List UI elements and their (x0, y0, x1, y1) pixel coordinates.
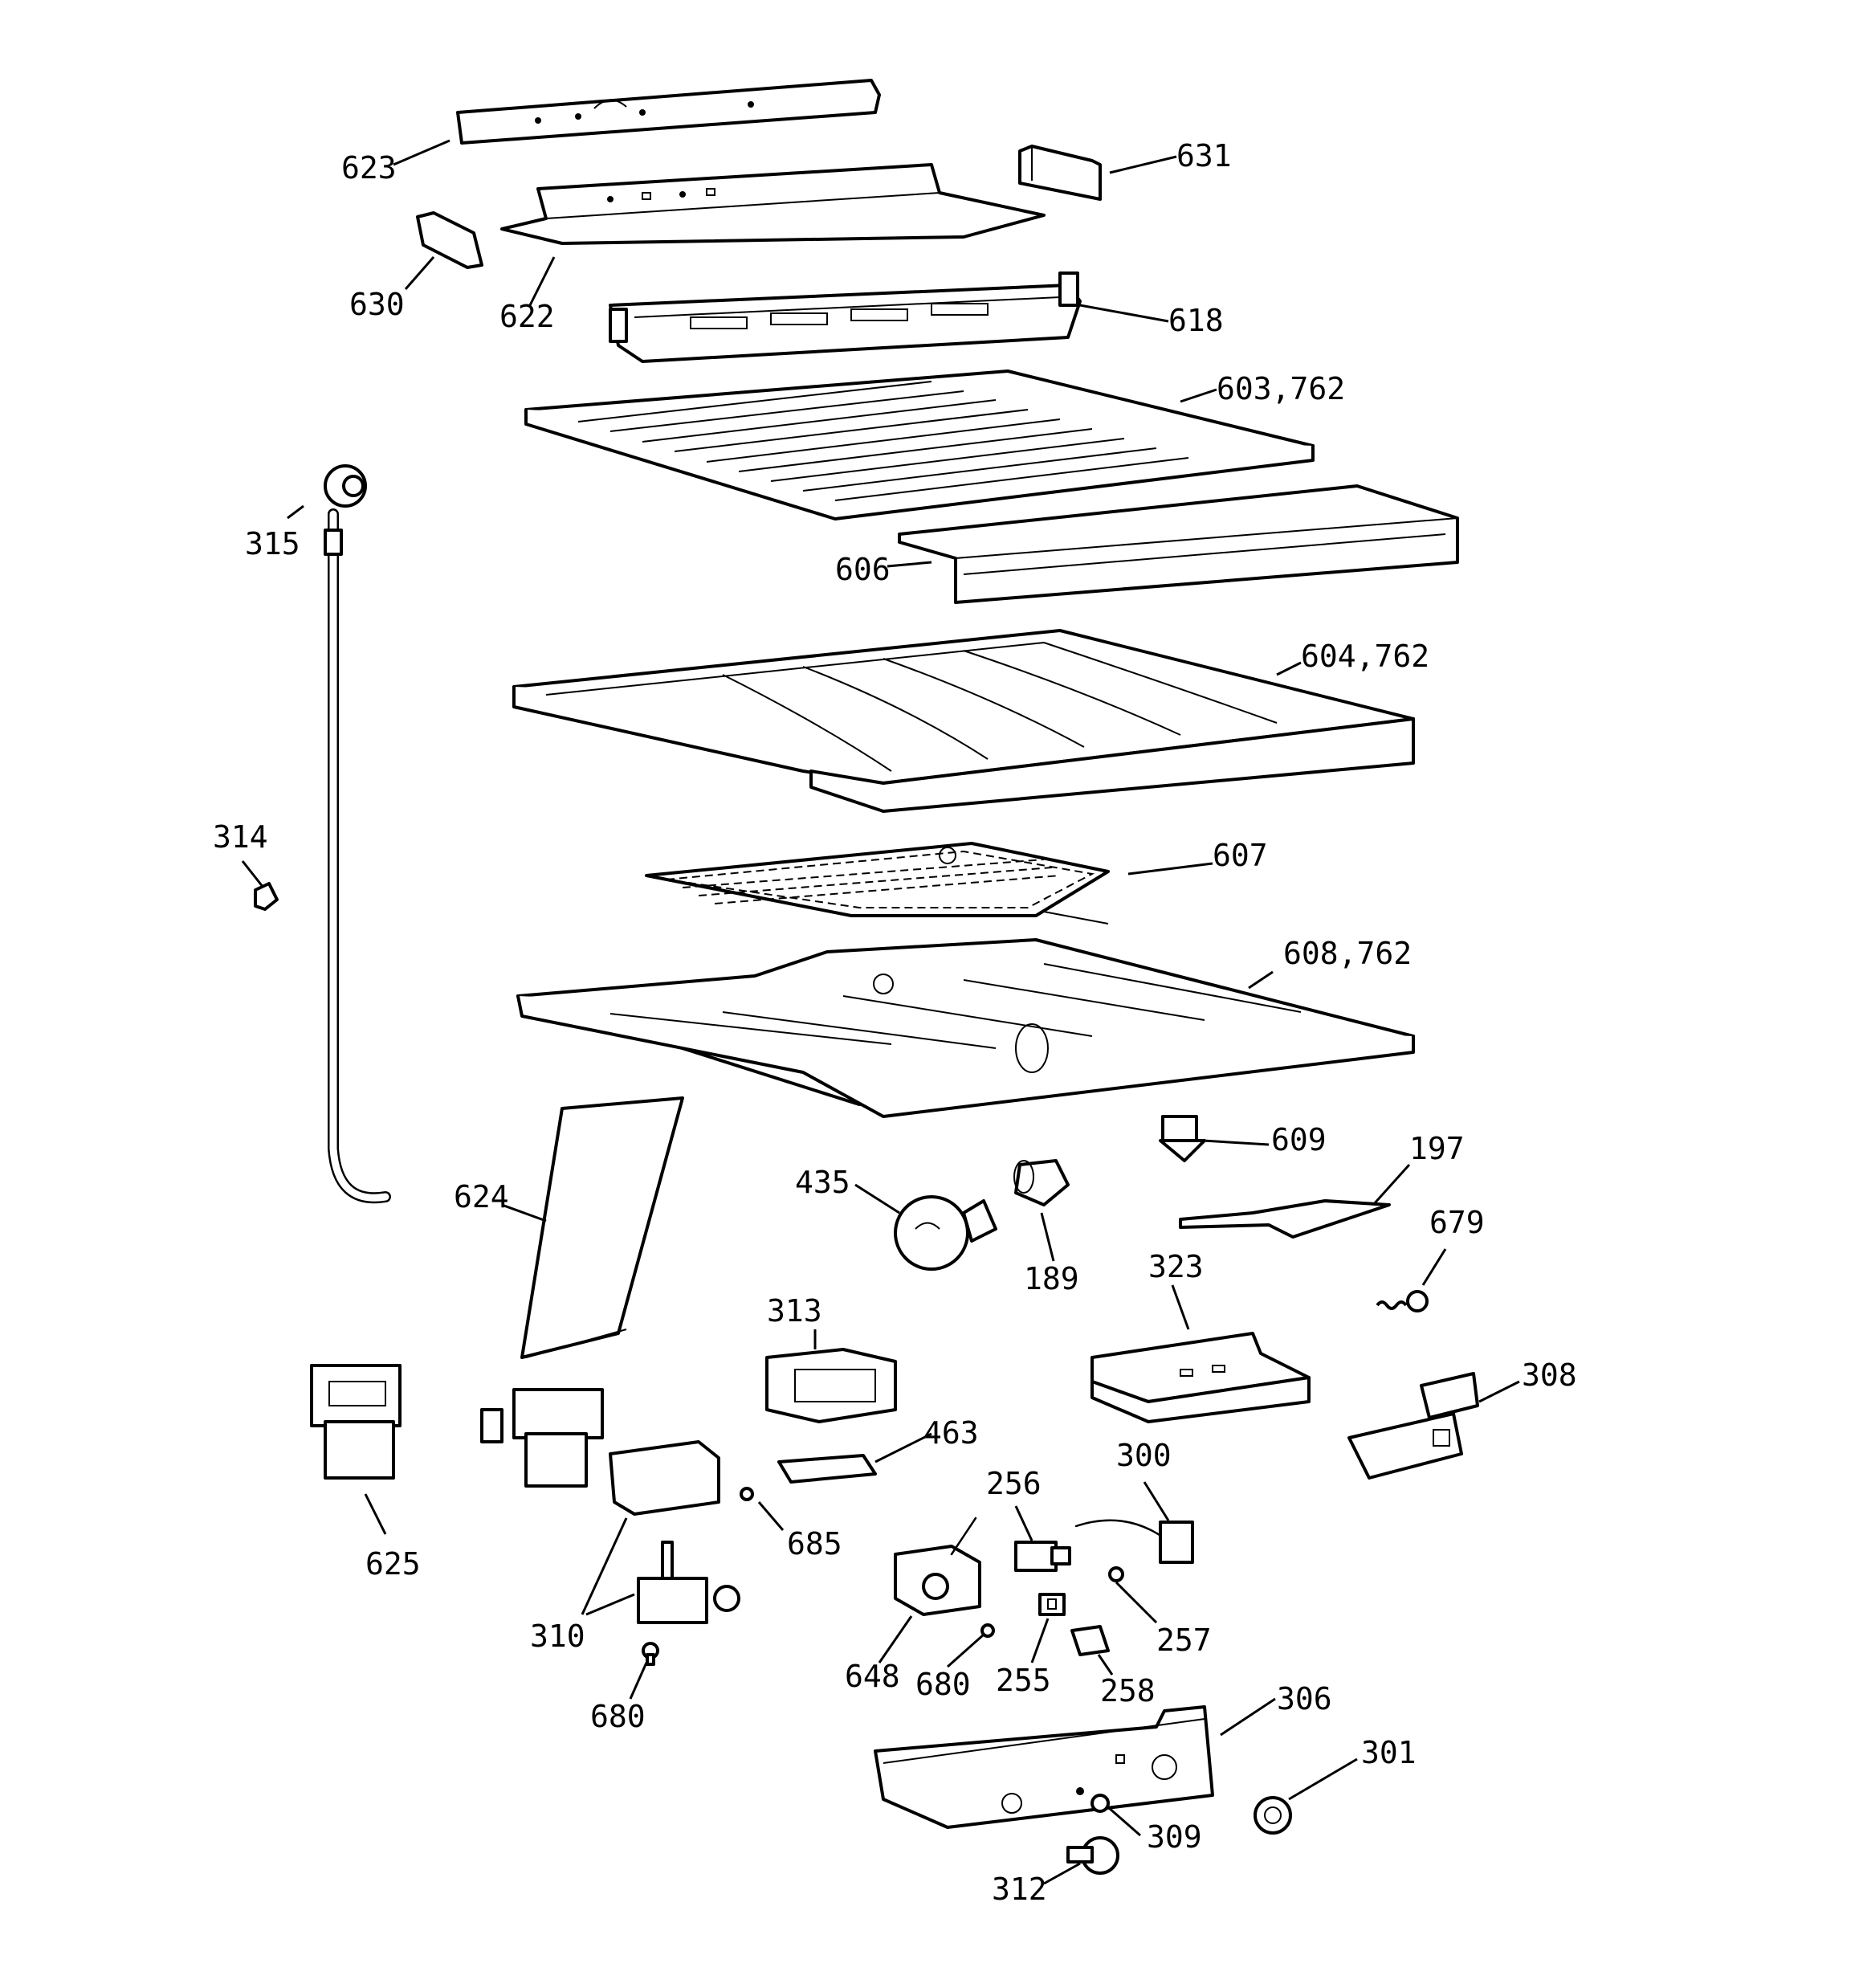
part-315-tube (324, 464, 391, 1204)
leader-lines (241, 139, 1520, 1885)
part-301-knob (1254, 1796, 1292, 1835)
callout-labels: 623 631 630 622 618 603,762 315 606 604,… (213, 138, 1577, 1907)
part-623-strip (456, 79, 881, 145)
callout-301: 301 (1361, 1735, 1417, 1770)
callout-258: 258 (1100, 1673, 1156, 1708)
part-609-switch (1159, 1115, 1206, 1162)
part-310-thermostat (609, 1440, 740, 1624)
callout-685: 685 (787, 1526, 842, 1561)
part-603-shelf (524, 369, 1315, 520)
callout-309: 309 (1147, 1819, 1202, 1855)
part-630-cover (416, 211, 483, 269)
callout-257: 257 (1156, 1623, 1212, 1658)
part-256-switch (1014, 1541, 1071, 1572)
part-197-ribbon (1179, 1199, 1391, 1239)
part-607-heater (645, 842, 1110, 925)
callout-310: 310 (530, 1619, 585, 1654)
callout-312: 312 (992, 1872, 1047, 1907)
callout-189: 189 (1024, 1261, 1079, 1296)
part-308-plate (1347, 1372, 1479, 1480)
part-680-screw-a (642, 1642, 659, 1666)
part-608-pan (516, 938, 1415, 1118)
part-624-diffuser (480, 1096, 684, 1488)
callout-435: 435 (795, 1165, 850, 1200)
part-606-strip (898, 484, 1459, 604)
callout-604-762: 604,762 (1301, 639, 1429, 674)
part-631-cover (1018, 145, 1102, 201)
part-680-screw-b (980, 1623, 995, 1638)
callout-308: 308 (1522, 1357, 1577, 1393)
callout-630: 630 (349, 287, 405, 322)
callout-256: 256 (986, 1466, 1042, 1501)
part-604-pan (512, 629, 1415, 813)
part-679-screw (1376, 1290, 1429, 1312)
part-255-button (1038, 1593, 1066, 1616)
part-313-box (765, 1348, 897, 1423)
callout-255: 255 (996, 1663, 1051, 1698)
part-189-socket (1013, 1159, 1070, 1206)
callout-680-a: 680 (915, 1667, 971, 1702)
part-648-relay (894, 1517, 981, 1616)
callout-618: 618 (1168, 303, 1224, 338)
callout-463: 463 (923, 1415, 979, 1451)
part-309-piece (1090, 1794, 1110, 1813)
part-622-shield (500, 163, 1046, 245)
callout-314: 314 (213, 819, 268, 855)
callout-315: 315 (245, 526, 300, 561)
callout-609: 609 (1271, 1122, 1327, 1157)
callout-197: 197 (1409, 1131, 1465, 1166)
part-625-housing (310, 1364, 402, 1480)
callout-622: 622 (499, 299, 555, 334)
callout-313: 313 (767, 1293, 822, 1329)
callout-606: 606 (835, 552, 891, 587)
callout-608-762: 608,762 (1283, 936, 1412, 971)
part-685-screw (740, 1487, 754, 1501)
part-323-bracket (1090, 1332, 1311, 1423)
callout-625: 625 (365, 1546, 421, 1582)
callout-323: 323 (1148, 1249, 1204, 1284)
part-312-knob (1066, 1836, 1119, 1875)
callout-680-b: 680 (590, 1699, 646, 1734)
part-463-clip (777, 1454, 877, 1484)
callout-300: 300 (1116, 1438, 1172, 1473)
part-435-bulb (894, 1195, 997, 1271)
callout-624: 624 (454, 1179, 509, 1214)
callout-679: 679 (1429, 1205, 1485, 1240)
part-618-bracket (609, 271, 1082, 363)
callout-623: 623 (341, 150, 397, 186)
callout-631: 631 (1176, 138, 1232, 173)
callout-306: 306 (1277, 1681, 1332, 1717)
callout-648: 648 (845, 1659, 900, 1694)
callout-603-762: 603,762 (1217, 371, 1345, 406)
part-258-button (1070, 1625, 1110, 1656)
part-314-clip (254, 882, 279, 911)
part-306-housing (874, 1705, 1214, 1829)
part-300-switch (1074, 1519, 1194, 1564)
callout-607: 607 (1213, 838, 1268, 873)
part-257-screw (1108, 1566, 1124, 1582)
